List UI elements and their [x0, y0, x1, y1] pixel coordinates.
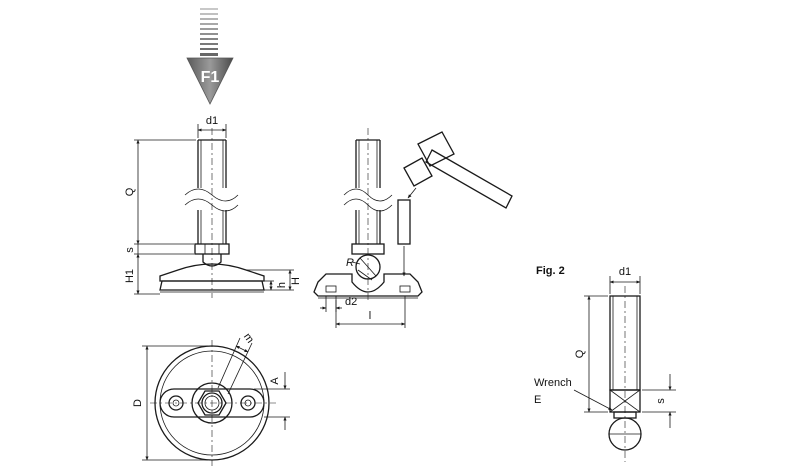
dim-m-label: m [241, 331, 256, 345]
force-arrow-head [186, 57, 234, 105]
section-view: R d2 l [313, 128, 513, 328]
force-arrow: F1 [186, 8, 234, 105]
dim-d-label: D [132, 399, 144, 407]
fig2-dim-q-label: Q [574, 349, 586, 358]
threaded-stud [184, 139, 239, 244]
dim-h-label: H [290, 277, 302, 285]
dim-q-label: Q [124, 187, 136, 196]
dim-h-small-label: h [276, 282, 288, 288]
dim-r-label: R [346, 257, 354, 269]
plan-view: m A D [132, 331, 290, 466]
force-arrow-hatch [200, 8, 218, 56]
side-elevation-view: d1 Q s H1 h H [124, 115, 302, 298]
fig2-dim-s-label: s [655, 398, 667, 404]
wrench-label: Wrench [534, 377, 572, 389]
dim-h1-label: H1 [124, 269, 136, 283]
force-label: F1 [201, 69, 220, 86]
fig2-dim-d1-label: d1 [619, 266, 631, 278]
fig2-view: Fig. 2 d1 Q s Wrench E [534, 265, 676, 462]
hammer [403, 131, 513, 209]
dim-d1-label: d1 [206, 115, 218, 127]
dim-l-label: l [369, 310, 371, 322]
drift-pin [397, 199, 411, 245]
fig2-label: Fig. 2 [536, 265, 565, 277]
dim-a-label: A [269, 377, 281, 385]
dim-s-label: s [124, 247, 136, 253]
dim-d2-label: d2 [345, 296, 357, 308]
wrench-size-label: E [534, 394, 541, 406]
